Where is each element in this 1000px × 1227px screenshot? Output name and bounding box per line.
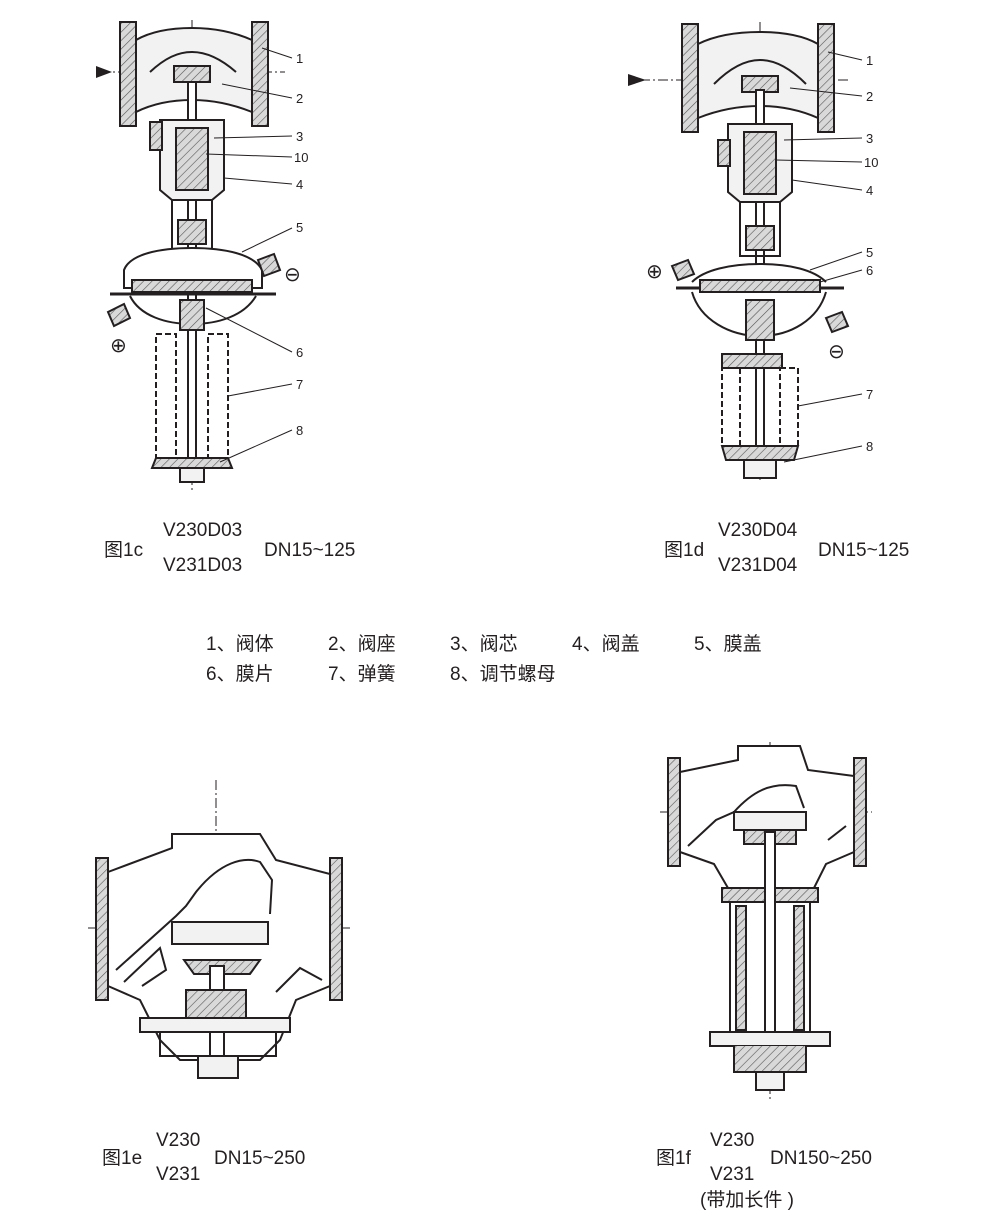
callout-1c-10: 10 — [294, 150, 308, 165]
caption-1f-range: DN150~250 — [770, 1148, 872, 1169]
minus-port-icon: ⊖ — [284, 262, 301, 286]
figure-1c-callouts — [205, 47, 293, 463]
legend-item-6: 6、膜片 — [206, 664, 274, 685]
figure-1f-drawing — [660, 742, 872, 1100]
caption-1d-model-1: V230D04 — [718, 520, 798, 541]
caption-1f-model-2: V231 — [710, 1164, 755, 1185]
caption-1f-note: (带加长件 ) — [700, 1190, 794, 1211]
plus-port-icon: ⊕ — [646, 259, 663, 283]
callout-1d-7: 7 — [866, 387, 873, 402]
caption-1d-range: DN15~125 — [818, 540, 910, 561]
caption-1e-range: DN15~250 — [214, 1148, 306, 1169]
legend-item-2: 2、阀座 — [328, 634, 396, 655]
callout-1c-7: 7 — [296, 377, 303, 392]
callout-1c-2: 2 — [296, 91, 303, 106]
legend-item-4: 4、阀盖 — [572, 634, 640, 655]
caption-1d-model-2: V231D04 — [718, 555, 798, 576]
legend-item-3: 3、阀芯 — [450, 634, 518, 655]
callout-1d-4: 4 — [866, 183, 873, 198]
callout-1d-5: 5 — [866, 245, 873, 260]
caption-1c-range: DN15~125 — [264, 540, 356, 561]
caption-1e-model-1: V230 — [156, 1130, 201, 1151]
flow-arrow-icon — [628, 74, 646, 86]
callout-1c-1: 1 — [296, 51, 303, 66]
callout-1c-6: 6 — [296, 345, 303, 360]
figure-1d-callouts — [775, 51, 863, 463]
caption-1c-model-2: V231D03 — [163, 555, 243, 576]
figure-1e-drawing — [88, 780, 350, 1080]
caption-1c-model-1: V230D03 — [163, 520, 243, 541]
figure-1d-drawing — [628, 22, 850, 480]
caption-1e-title: 图1e — [102, 1148, 143, 1169]
callout-1c-4: 4 — [296, 177, 303, 192]
caption-1f-title: 图1f — [656, 1148, 691, 1169]
plus-port-icon: ⊕ — [110, 333, 127, 357]
caption-1e-model-2: V231 — [156, 1164, 201, 1185]
legend-item-5: 5、膜盖 — [694, 634, 762, 655]
flow-arrow-icon — [96, 66, 112, 78]
caption-1f-model-1: V230 — [710, 1130, 755, 1151]
legend-item-8: 8、调节螺母 — [450, 664, 556, 685]
callout-1d-10: 10 — [864, 155, 878, 170]
callout-1d-6: 6 — [866, 263, 873, 278]
callout-1c-5: 5 — [296, 220, 303, 235]
callout-1d-1: 1 — [866, 53, 873, 68]
callout-1c-3: 3 — [296, 129, 303, 144]
callout-1d-8: 8 — [866, 439, 873, 454]
callout-1c-8: 8 — [296, 423, 303, 438]
figure-1c-drawing — [96, 20, 285, 490]
minus-port-icon: ⊖ — [828, 339, 845, 363]
caption-1c-title: 图1c — [104, 540, 144, 561]
legend-item-1: 1、阀体 — [206, 634, 274, 655]
legend-item-7: 7、弹簧 — [328, 664, 396, 685]
callout-1d-3: 3 — [866, 131, 873, 146]
caption-1d-title: 图1d — [664, 540, 705, 561]
callout-1d-2: 2 — [866, 89, 873, 104]
